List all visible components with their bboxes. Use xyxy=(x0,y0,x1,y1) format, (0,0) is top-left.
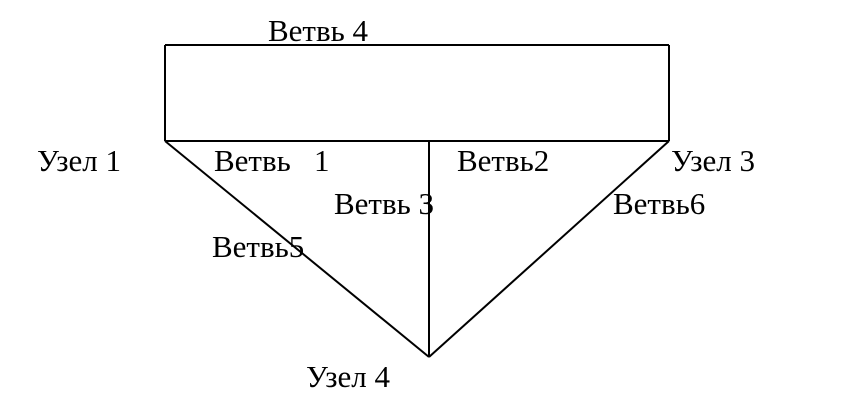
edge-branch5 xyxy=(164,140,430,358)
label-branch4: Ветвь 4 xyxy=(268,13,369,48)
label-node3: Узел 3 xyxy=(671,143,755,178)
label-node4: Узел 4 xyxy=(306,359,390,394)
label-branch2: Ветвь2 xyxy=(457,143,549,178)
label-node1: Узел 1 xyxy=(37,143,121,178)
label-branch5: Ветвь5 xyxy=(212,229,304,264)
edge-branch6 xyxy=(428,140,670,358)
label-branch3: Ветвь 3 xyxy=(334,186,434,221)
label-branch6: Ветвь6 xyxy=(613,186,705,221)
label-branch1: Ветвь 1 xyxy=(214,143,330,178)
